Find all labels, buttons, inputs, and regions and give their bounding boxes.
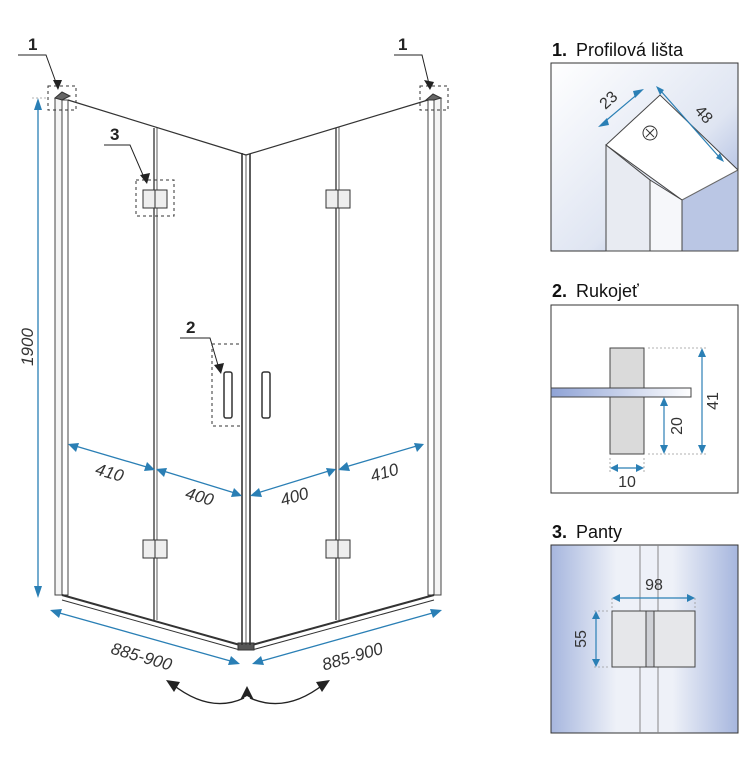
opening-direction-arrows-icon — [166, 680, 330, 705]
hinge-bottom-left — [142, 539, 168, 559]
left-wall-profile — [53, 91, 72, 596]
enclosure-drawing — [47, 85, 449, 651]
detail-2-dim-41: 41 — [705, 392, 722, 410]
detail-hinge-panel: 98 55 — [550, 544, 739, 734]
dim-door-right-410: 410 — [368, 460, 401, 486]
highlight-boxes — [47, 85, 449, 427]
dim-door-left-410: 410 — [93, 460, 126, 486]
handle-right — [261, 371, 271, 419]
top-edge-left — [67, 99, 247, 156]
callouts — [18, 54, 434, 374]
glass-panel-edges — [153, 127, 340, 645]
detail-3-dim-55: 55 — [573, 630, 590, 648]
detail-profile-panel: 23 48 — [550, 62, 739, 252]
detail-handle-panel: 41 20 10 — [550, 304, 739, 494]
detail-2-dim-20: 20 — [669, 417, 686, 435]
top-edge-right — [245, 99, 429, 156]
bottom-threshold — [61, 594, 435, 651]
callout-profile-right: 1 — [398, 35, 407, 54]
callout-handle: 2 — [186, 318, 195, 337]
right-wall-profile — [424, 93, 443, 596]
callout-profile-left: 1 — [28, 35, 37, 54]
detail-2-number: 2. — [552, 281, 567, 301]
dim-width-left: 885-900 — [109, 639, 175, 675]
hinge-bottom-right — [325, 539, 351, 559]
hinge-top-right — [325, 189, 351, 209]
screw-icon — [642, 125, 658, 141]
detail-1-number: 1. — [552, 40, 567, 60]
detail-3-dim-98: 98 — [645, 577, 663, 594]
dim-fixed-left-400: 400 — [183, 484, 216, 510]
detail-3-number: 3. — [552, 522, 567, 542]
handle-left — [223, 371, 233, 419]
dim-width-right: 885-900 — [320, 639, 386, 675]
svg-text:1. Profilová lišta: 1. Profilová lišta — [552, 40, 684, 60]
detail-1-title: Profilová lišta — [576, 40, 684, 60]
detail-3-title: Panty — [576, 522, 622, 542]
dim-height-1900: 1900 — [18, 328, 37, 366]
hinge-top-left — [142, 189, 168, 209]
callout-hinge: 3 — [110, 125, 119, 144]
detail-2-title: Rukojeť — [576, 281, 639, 301]
svg-text:3. Panty: 3. Panty — [552, 522, 622, 542]
svg-text:2. Rukojeť: 2. Rukojeť — [552, 281, 639, 301]
dimension-lines — [30, 97, 442, 665]
dim-fixed-right-400: 400 — [278, 484, 311, 510]
detail-2-dim-10: 10 — [618, 474, 636, 491]
